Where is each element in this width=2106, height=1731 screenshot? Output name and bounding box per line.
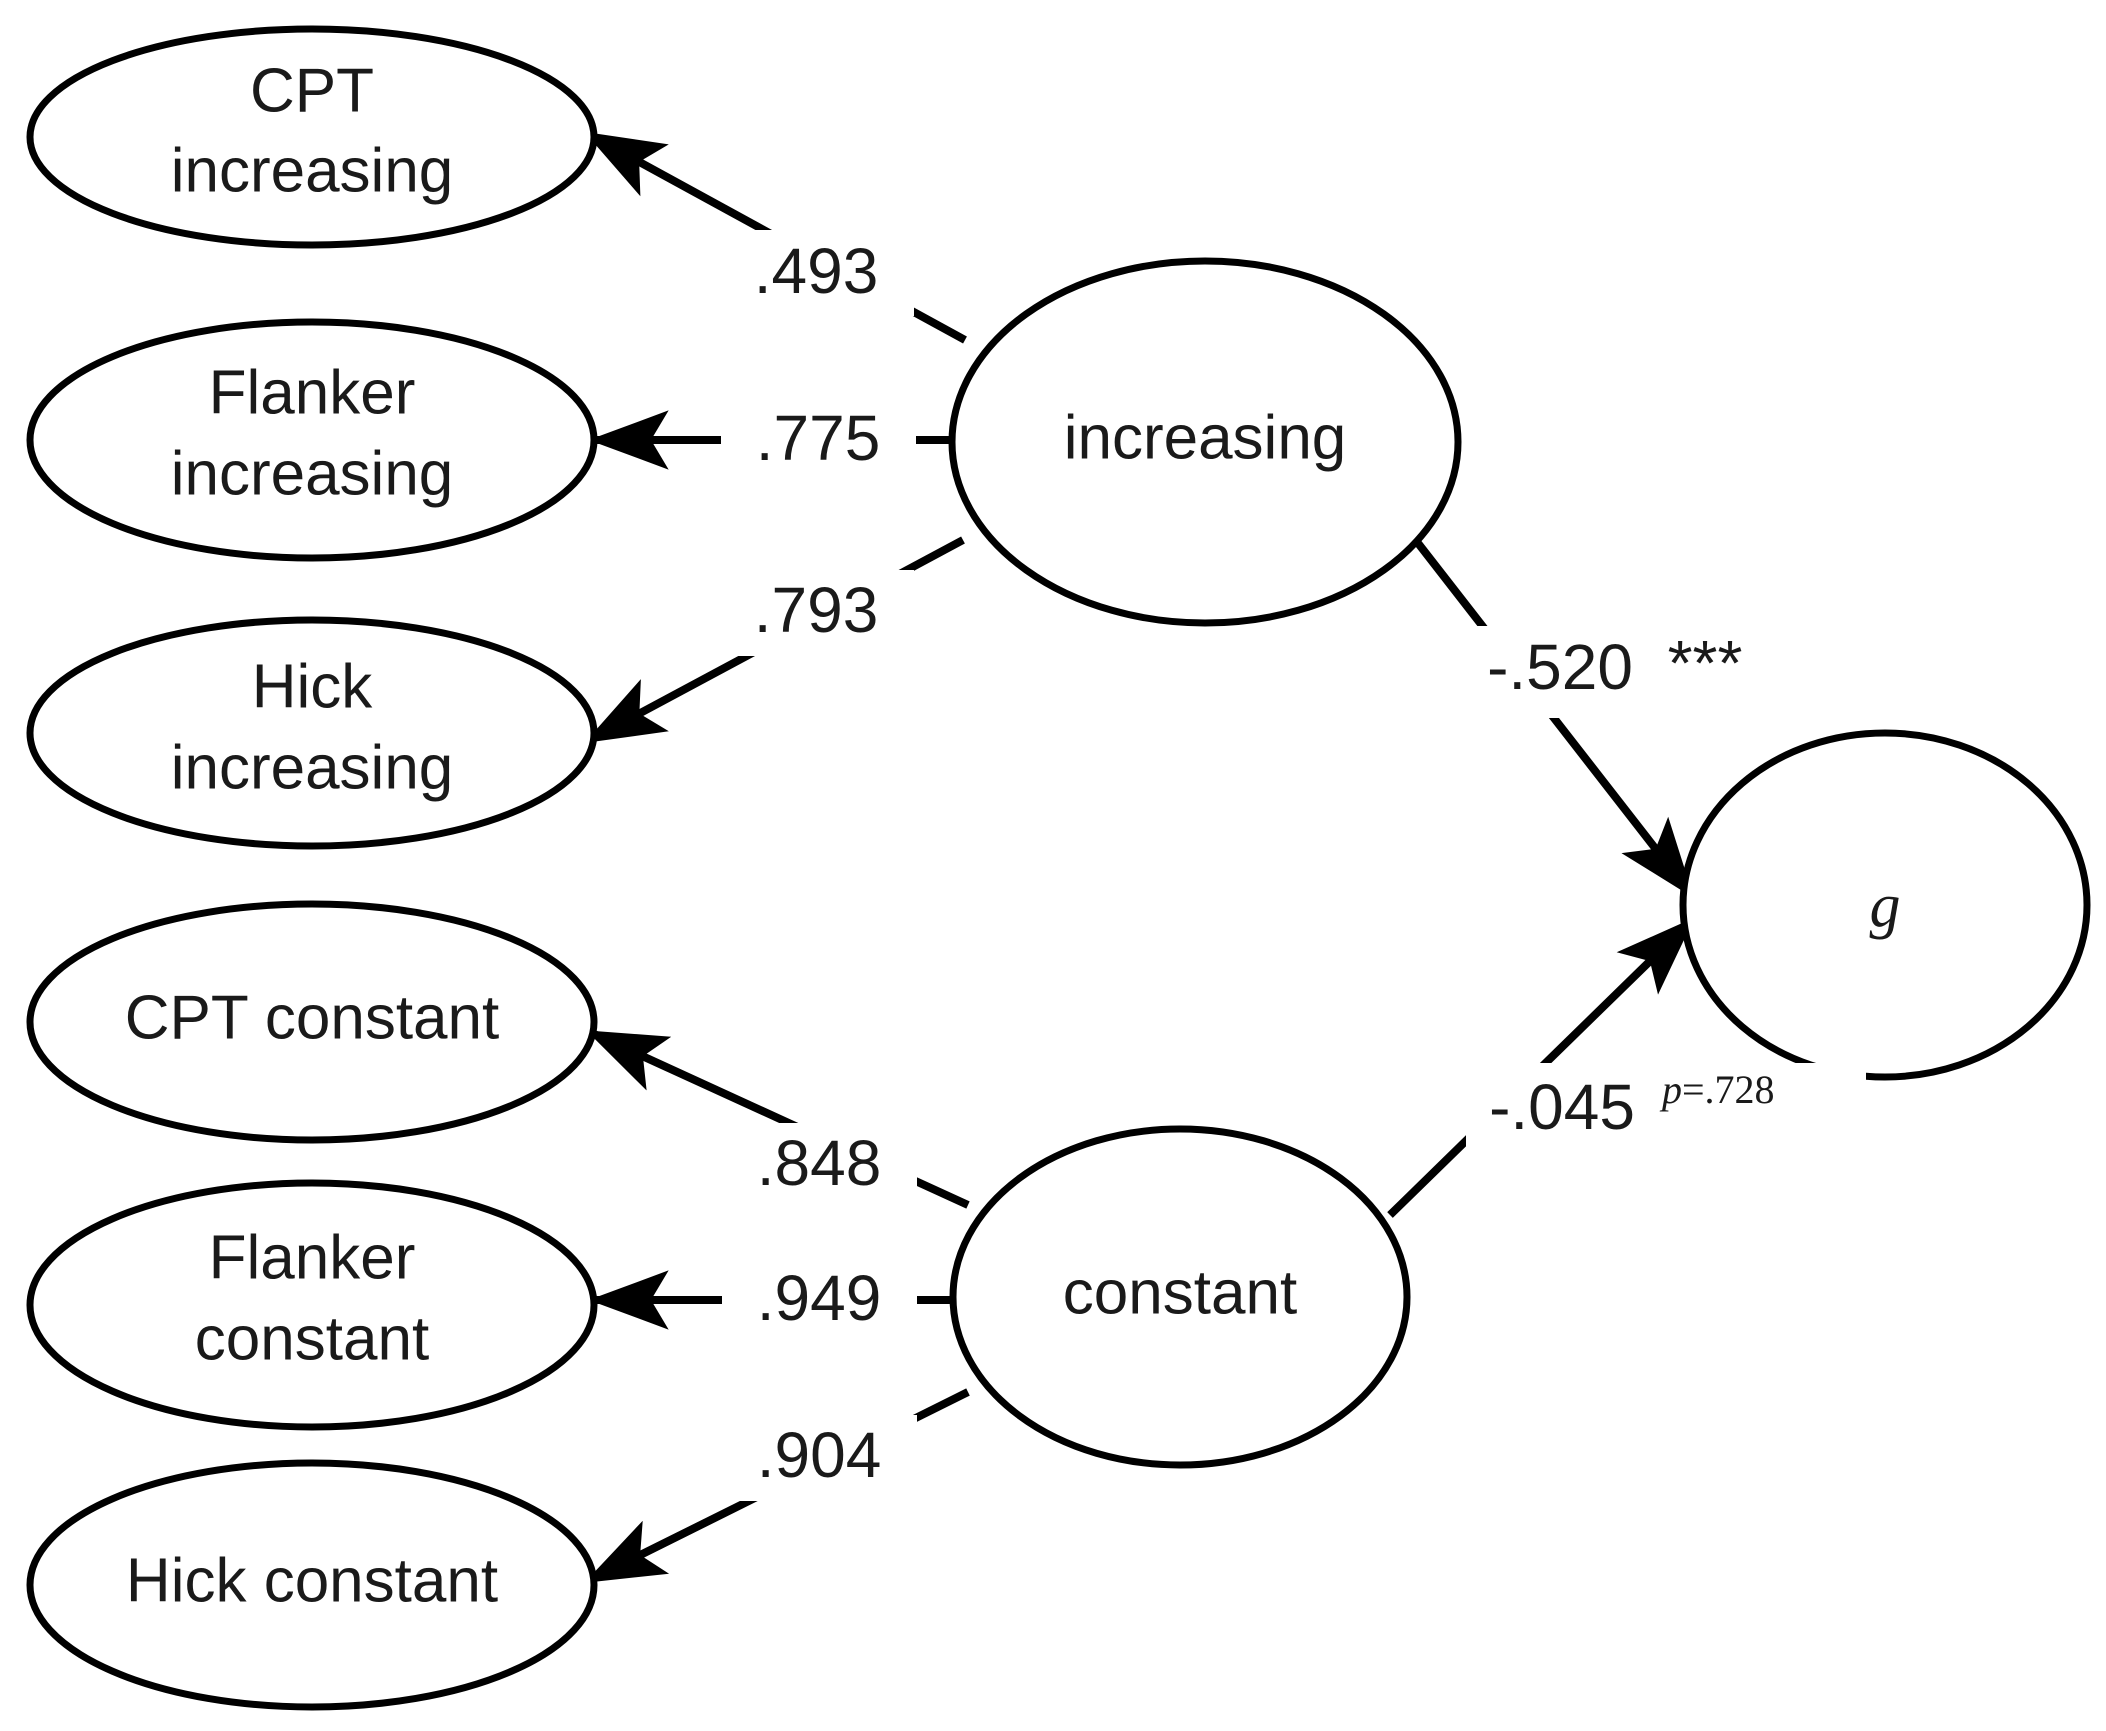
coef-label-045: -.045 p=.728 bbox=[1466, 1063, 1866, 1155]
node-latent-g[interactable]: g bbox=[1679, 729, 2091, 1081]
node-cpt-constant-label: CPT constant bbox=[125, 983, 499, 1052]
node-hick-increasing-label-line2: increasing bbox=[171, 733, 454, 802]
coef-increasing-g: -.520 bbox=[1487, 631, 1633, 703]
coef-constant-hick-constant: .904 bbox=[757, 1419, 882, 1491]
node-flanker-increasing-label-line1: Flanker bbox=[209, 358, 416, 427]
coef-constant-g-pvalue: p=.728 bbox=[1659, 1067, 1775, 1112]
node-hick-constant[interactable]: Hick constant bbox=[26, 1459, 598, 1711]
coef-label-775: .775 bbox=[721, 398, 916, 484]
coef-label-904: .904 bbox=[722, 1415, 917, 1501]
coef-constant-cpt-constant: .848 bbox=[757, 1127, 882, 1199]
node-cpt-increasing-label-line1: CPT bbox=[250, 56, 374, 125]
coef-label-793: .793 bbox=[719, 570, 914, 656]
coef-constant-g-pvalue-rest: =.728 bbox=[1682, 1067, 1775, 1112]
node-cpt-increasing[interactable]: CPT increasing bbox=[26, 25, 598, 249]
coef-label-949: .949 bbox=[722, 1258, 917, 1344]
node-cpt-increasing-label-line2: increasing bbox=[171, 136, 454, 205]
node-flanker-increasing[interactable]: Flanker increasing bbox=[26, 318, 598, 562]
node-latent-constant-label: constant bbox=[1063, 1258, 1297, 1327]
node-hick-constant-label: Hick constant bbox=[126, 1546, 498, 1615]
coef-increasing-g-significance: *** bbox=[1668, 627, 1743, 699]
node-latent-increasing-label: increasing bbox=[1064, 403, 1347, 472]
node-latent-constant[interactable]: constant bbox=[949, 1125, 1411, 1469]
coef-increasing-flanker-increasing: .775 bbox=[756, 402, 881, 474]
node-latent-g-label: g bbox=[1870, 872, 1901, 940]
coef-label-520: -.520 *** bbox=[1468, 626, 1778, 718]
node-flanker-constant[interactable]: Flanker constant bbox=[26, 1179, 598, 1431]
node-hick-increasing-label-line1: Hick bbox=[252, 652, 374, 721]
coef-label-848: .848 bbox=[722, 1123, 917, 1209]
node-latent-increasing[interactable]: increasing bbox=[948, 257, 1462, 627]
node-cpt-constant[interactable]: CPT constant bbox=[26, 900, 598, 1144]
node-hick-increasing[interactable]: Hick increasing bbox=[26, 616, 598, 850]
coef-constant-g: -.045 bbox=[1489, 1071, 1635, 1143]
node-flanker-constant-label-line2: constant bbox=[195, 1304, 429, 1373]
coef-constant-flanker-constant: .949 bbox=[757, 1262, 882, 1334]
coef-increasing-cpt-increasing: .493 bbox=[754, 235, 879, 307]
node-flanker-constant-label-line1: Flanker bbox=[209, 1223, 416, 1292]
node-flanker-increasing-label-line2: increasing bbox=[171, 439, 454, 508]
coef-increasing-hick-increasing: .793 bbox=[754, 574, 879, 646]
coef-label-493: .493 bbox=[719, 230, 914, 316]
coef-constant-g-pvalue-symbol: p bbox=[1659, 1067, 1682, 1112]
